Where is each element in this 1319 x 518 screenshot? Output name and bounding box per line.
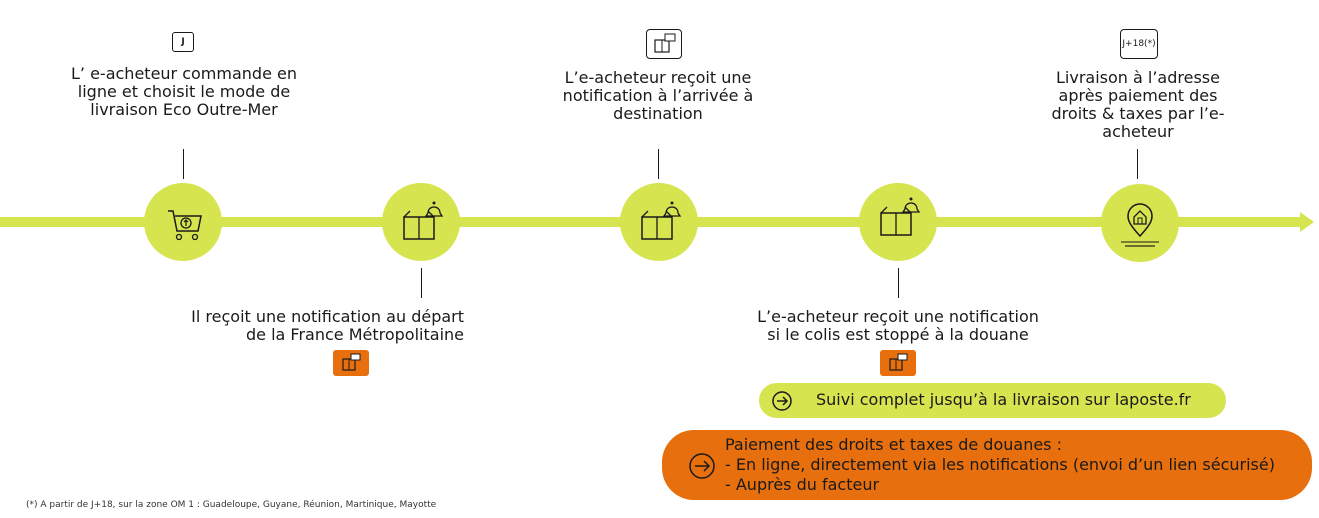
parcel-bell-icon (641, 201, 682, 240)
parcel-message-icon (889, 353, 908, 371)
payment-info-pill: Paiement des droits et taxes de douanes … (662, 430, 1312, 500)
connector-line (658, 149, 659, 179)
notification-badge (333, 350, 369, 376)
step-5-circle (1101, 184, 1179, 262)
step-5-text: Livraison à l’adresse après paiement des… (1051, 68, 1225, 141)
parcel-message-icon (654, 33, 676, 53)
day-badge: J+18(*) (1120, 29, 1158, 59)
arrow-circle-icon (689, 453, 715, 479)
step-2-circle (382, 183, 460, 261)
notification-badge (880, 350, 916, 376)
parcel-bell-icon (403, 201, 444, 240)
day-badge: J (172, 32, 194, 52)
shopping-cart-icon (168, 210, 202, 241)
step-4-circle (859, 183, 937, 261)
timeline-arrowhead (1300, 212, 1314, 232)
parcel-message-icon (342, 353, 361, 371)
connector-line (421, 268, 422, 298)
step-2-text: Il reçoit une notification au départ de … (191, 307, 464, 344)
step-3-text: L’e-acheteur reçoit une notification à l… (562, 68, 754, 123)
connector-line (1137, 149, 1138, 179)
tracking-label: Suivi complet jusqu’à la livraison sur l… (816, 390, 1191, 409)
step-4-text: L’e-acheteur reçoit une notification si … (757, 307, 1039, 344)
footnote: (*) A partir de J+18, sur la zone OM 1 :… (26, 500, 437, 510)
payment-text: Paiement des droits et taxes de douanes … (725, 435, 1275, 494)
parcel-bell-icon (880, 197, 921, 236)
connector-line (183, 149, 184, 179)
tracking-info-pill: Suivi complet jusqu’à la livraison sur l… (759, 383, 1226, 418)
step-3-circle (620, 183, 698, 261)
arrow-circle-icon (772, 391, 792, 411)
connector-line (898, 268, 899, 298)
parcel-message-badge (646, 29, 682, 59)
step-1-text: L’ e-acheteur commande en ligne et chois… (71, 64, 297, 119)
home-pin-icon (1121, 203, 1159, 247)
step-1-circle (144, 183, 222, 261)
